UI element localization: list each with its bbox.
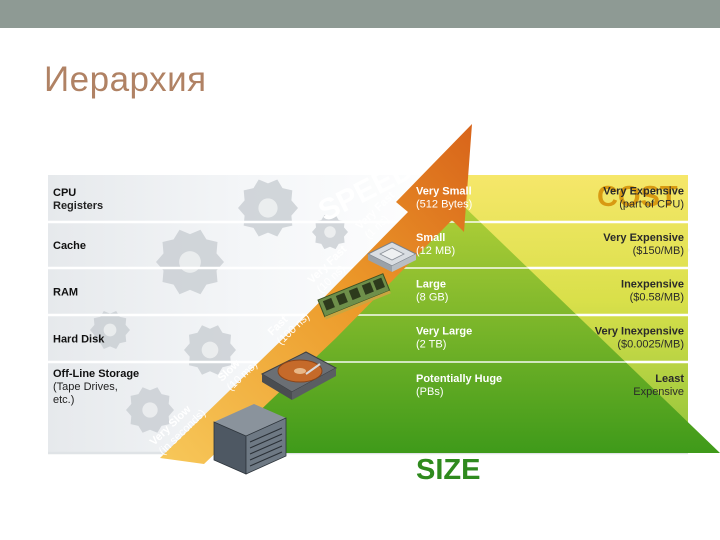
level-size: (PBs) bbox=[416, 386, 444, 398]
speed-arrow bbox=[160, 124, 472, 464]
slide-top-bar bbox=[0, 0, 720, 28]
level-size: (8 GB) bbox=[416, 292, 448, 304]
level-cost: ($0.0025/MB) bbox=[617, 339, 684, 351]
level-cost: Very Expensive bbox=[603, 186, 684, 198]
slide-title: Иерархия bbox=[44, 60, 207, 99]
server-icon bbox=[213, 404, 287, 475]
level-name: Hard Disk bbox=[53, 334, 105, 346]
level-cost: Inexpensive bbox=[621, 279, 684, 291]
level-size: Potentially Huge bbox=[416, 373, 502, 385]
level-name: Cache bbox=[53, 240, 86, 252]
level-size: (2 TB) bbox=[416, 339, 446, 351]
cost-header: COST bbox=[597, 181, 678, 213]
level-size: Small bbox=[416, 232, 445, 244]
level-cost: ($0.58/MB) bbox=[630, 292, 684, 304]
level-cost: (part of CPU) bbox=[619, 199, 684, 211]
level-cost: Very Inexpensive bbox=[595, 326, 684, 338]
level-cost: Very Expensive bbox=[603, 232, 684, 244]
level-name: (Tape Drives, bbox=[53, 381, 118, 393]
level-name: RAM bbox=[53, 287, 78, 299]
ram-module-icon bbox=[317, 273, 391, 320]
level-size: (512 Bytes) bbox=[416, 199, 472, 211]
level-name: Registers bbox=[53, 200, 103, 212]
cpu-chip-icon bbox=[366, 241, 418, 272]
level-size: Large bbox=[416, 279, 446, 291]
level-size: (12 MB) bbox=[416, 245, 455, 257]
level-name: etc.) bbox=[53, 394, 74, 406]
hard-disk-icon bbox=[260, 351, 338, 400]
level-cost: Least bbox=[655, 373, 684, 385]
level-name: CPU bbox=[53, 187, 76, 199]
level-cost: Expensive bbox=[633, 386, 684, 398]
size-header: SIZE bbox=[416, 454, 480, 486]
level-name: Off-Line Storage bbox=[53, 368, 139, 380]
level-size: Very Small bbox=[416, 186, 472, 198]
level-cost: ($150/MB) bbox=[633, 245, 684, 257]
level-size: Very Large bbox=[416, 326, 472, 338]
